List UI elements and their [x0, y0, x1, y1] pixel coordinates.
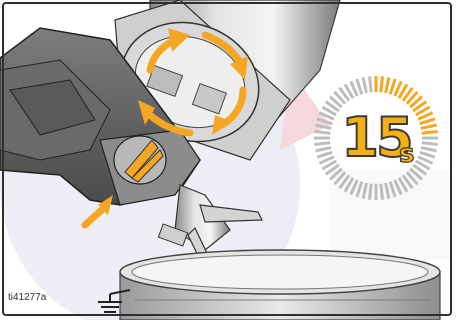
- frame-border: [2, 2, 452, 316]
